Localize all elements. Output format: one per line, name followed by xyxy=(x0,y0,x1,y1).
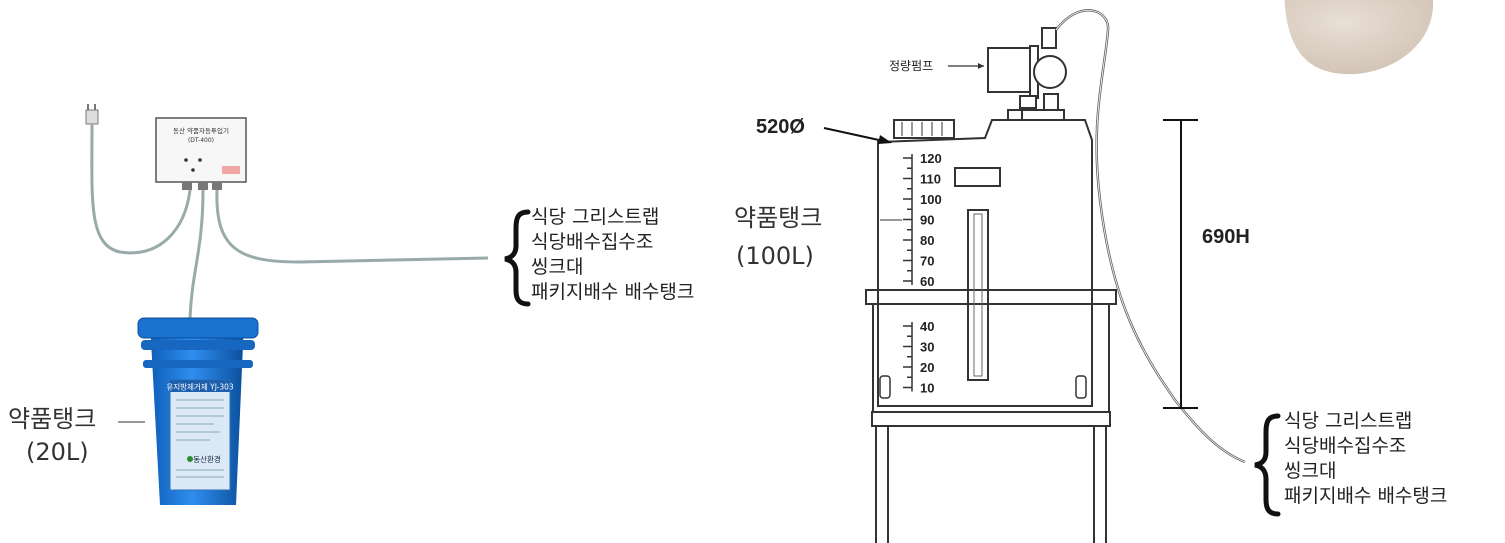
left-destination-item: 패키지배수 배수탱크 xyxy=(531,281,695,303)
right-destination-item: 식당배수집수조 xyxy=(1284,435,1407,457)
left-destination-list: 식당 그리스트랩 식당배수집수조 씽크대 패키지배수 배수탱크 xyxy=(531,205,694,305)
cap-dimension-label: 520Ø xyxy=(756,116,805,138)
left-tank-label: 약품탱크 xyxy=(8,405,97,433)
tank-cap xyxy=(893,119,955,139)
height-dimension-label: 690H xyxy=(1202,226,1250,248)
right-destination-item: 패키지배수 배수탱크 xyxy=(1284,485,1448,507)
height-dimension-line xyxy=(1163,119,1198,409)
dosing-controller: 동산 약품자동투입기 (DT-400) xyxy=(155,117,247,190)
controller-model: (DT-400) xyxy=(188,137,214,144)
left-tank-volume: (20L) xyxy=(26,438,89,466)
scale-tick-label: 100 xyxy=(920,192,942,207)
metering-pump xyxy=(987,27,1067,121)
discharge-tube xyxy=(215,189,489,264)
scale-tick-label: 20 xyxy=(920,360,934,375)
cap-dimension-arrow xyxy=(823,127,889,143)
left-destination-item: 씽크대 xyxy=(531,256,584,278)
suction-tube xyxy=(188,189,205,319)
power-plug-icon xyxy=(85,104,99,125)
right-destination-list: 식당 그리스트랩 식당배수집수조 씽크대 패키지배수 배수탱크 xyxy=(1284,409,1447,509)
tank-100l xyxy=(877,119,1093,407)
scale-tick-label: 80 xyxy=(920,233,934,248)
overflow-bowl xyxy=(1284,0,1434,75)
bucket-brand-label: 동산환경 xyxy=(193,454,221,464)
right-brace xyxy=(1254,413,1281,517)
left-destination-item: 식당 그리스트랩 xyxy=(531,206,660,228)
left-brace xyxy=(504,209,531,307)
controller-title: 동산 약품자동투입기 xyxy=(173,126,229,135)
left-destination-item: 식당배수집수조 xyxy=(531,231,654,253)
scale-tick-label: 60 xyxy=(920,274,934,289)
scale-tick-label: 120 xyxy=(920,151,942,166)
right-tank-label: 약품탱크 xyxy=(734,204,823,232)
right-destination-item: 씽크대 xyxy=(1284,460,1337,482)
power-cable xyxy=(90,123,192,255)
volume-scale: 120 110 100 90 80 70 60 40 30 20 10 xyxy=(903,151,942,396)
scale-tick-label: 30 xyxy=(920,340,934,355)
level-sight-tube xyxy=(967,209,989,381)
pump-label: 정량펌프 xyxy=(889,59,934,73)
tank-stand xyxy=(865,289,1117,543)
right-destination-item: 식당 그리스트랩 xyxy=(1284,410,1413,432)
bucket-product-label: 유지방제거제 YJ-303 xyxy=(166,382,234,392)
scale-tick-label: 110 xyxy=(920,172,941,187)
scale-tick-label: 90 xyxy=(920,213,934,228)
chemical-bucket: 유지방제거제 YJ-303 동산환경 xyxy=(137,317,259,505)
scale-tick-label: 10 xyxy=(920,381,934,396)
scale-tick-label: 70 xyxy=(920,254,934,269)
right-tank-volume: (100L) xyxy=(736,242,814,270)
scale-tick-label: 40 xyxy=(920,319,934,334)
tank-window xyxy=(954,167,1001,187)
